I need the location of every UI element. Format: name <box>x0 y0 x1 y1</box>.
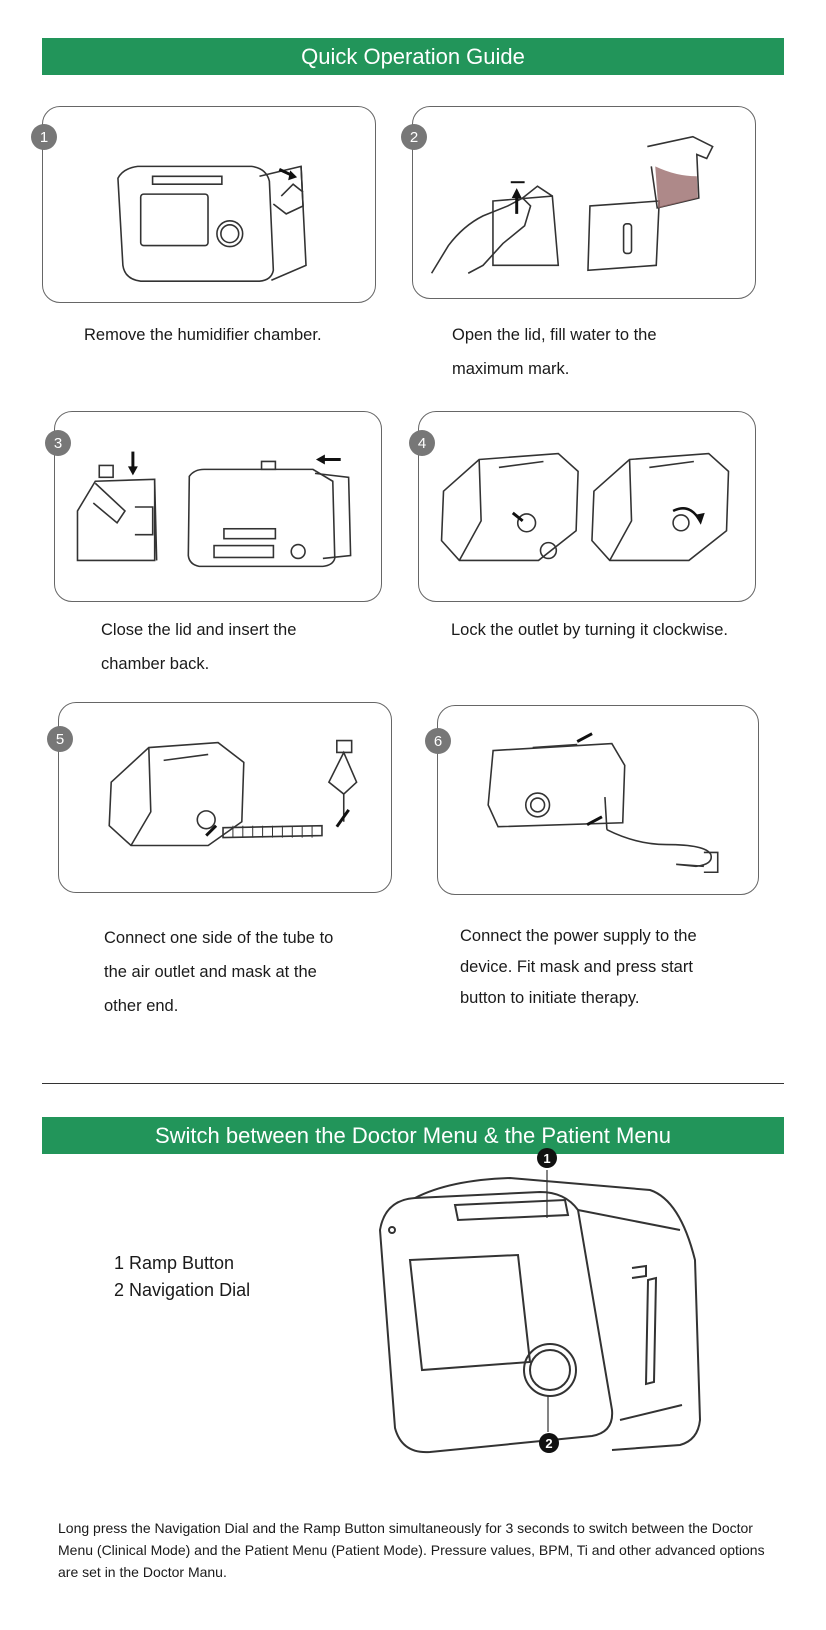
step-2-badge: 2 <box>401 124 427 150</box>
connect-tube-drawing <box>108 739 358 847</box>
menu-switch-title: Switch between the Doctor Menu & the Pat… <box>154 1122 672 1148</box>
section-divider <box>42 1083 784 1084</box>
step-3-badge: 3 <box>45 430 71 456</box>
step-2-illustration <box>412 106 756 299</box>
step-3-illustration <box>54 411 382 602</box>
button-legend: 1 Ramp Button 2 Navigation Dial <box>114 1250 250 1304</box>
device-illustration <box>378 1170 702 1454</box>
menu-switch-instructions: Long press the Navigation Dial and the R… <box>58 1520 765 1580</box>
step-3-caption: Close the lid and insert the chamber bac… <box>101 621 297 673</box>
step-1-badge: 1 <box>31 124 57 150</box>
connect-power-drawing <box>487 732 719 874</box>
insert-chamber-drawing <box>76 451 352 568</box>
step-5-illustration <box>58 702 392 893</box>
step-1-caption: Remove the humidifier chamber. <box>84 326 322 344</box>
step-5-caption: Connect one side of the tube to the air … <box>104 929 334 1015</box>
step-2-caption: Open the lid, fill water to the maximum … <box>452 326 657 378</box>
step-6-caption: Connect the power supply to the device. … <box>460 927 697 1007</box>
lock-outlet-drawing <box>440 452 730 562</box>
menu-switch-banner: Switch between the Doctor Menu & the Pat… <box>42 1117 784 1154</box>
step-4-caption: Lock the outlet by turning it clockwise. <box>451 621 728 639</box>
fill-water-drawing <box>430 135 714 274</box>
step-5-badge: 5 <box>47 726 73 752</box>
step-6-illustration <box>437 705 759 895</box>
remove-chamber-drawing <box>117 165 307 283</box>
legend-ramp-button: 1 Ramp Button <box>114 1253 235 1273</box>
navigation-dial-callout: 2 <box>539 1433 559 1453</box>
step-6-badge: 6 <box>425 728 451 754</box>
ramp-button-callout: 1 <box>537 1148 557 1168</box>
step-4-illustration <box>418 411 756 602</box>
step-1-illustration <box>42 106 376 303</box>
quick-guide-title: Quick Operation Guide <box>301 43 525 69</box>
quick-guide-banner: Quick Operation Guide <box>42 38 784 75</box>
step-4-badge: 4 <box>409 430 435 456</box>
legend-navigation-dial: 2 Navigation Dial <box>114 1280 251 1300</box>
